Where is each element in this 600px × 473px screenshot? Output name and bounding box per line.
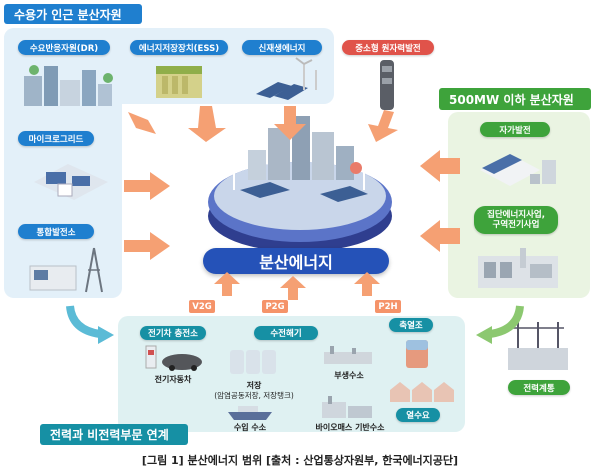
arrow-p2h — [354, 272, 380, 296]
pill-renewable-label: 신재생에너지 — [258, 43, 306, 54]
microgrid-icon — [34, 164, 108, 200]
vpp-icon — [29, 247, 103, 293]
pill-community-energy-label-1: 집단에너지사업, — [487, 209, 545, 220]
dr-buildings-icon — [24, 65, 113, 106]
center-label: 분산에너지 — [259, 253, 333, 272]
pill-heat-storage: 축열조 — [389, 318, 433, 332]
pill-microgrid: 마이크로그리드 — [18, 131, 94, 146]
flow-v2g-label: V2G — [192, 301, 212, 312]
grid-substation-icon — [508, 322, 568, 370]
figure-caption: [그림 1] 분산에너지 범위 [출처 : 산업통상자원부, 한국에너지공단] — [141, 454, 459, 467]
pill-ev-station: 전기차 충전소 — [140, 326, 206, 340]
section-title-linkage-text: 전력과 비전력부문 연계 — [50, 428, 169, 442]
pill-dr: 수요반응자원(DR) — [18, 40, 110, 55]
label-import-h2: 수입 수소 — [233, 423, 267, 432]
label-storage: 저장 — [246, 381, 262, 390]
arrow-microgrid — [124, 172, 170, 200]
pill-heat-supply: 열수요 — [396, 408, 440, 422]
label-storage-sub: (암염공동저장, 저장탱크) — [214, 391, 294, 400]
flow-p2h-label: P2H — [378, 301, 398, 312]
center-label-box: 분산에너지 — [203, 248, 389, 274]
pill-ess-label: 에너지저장장치(ESS) — [138, 43, 220, 54]
arrow-linkage-left — [66, 305, 101, 338]
arrow-community — [420, 220, 460, 252]
byproduct-h2-icon — [324, 346, 372, 364]
pill-dr-label: 수요반응자원(DR) — [29, 43, 99, 54]
arrow-vpp — [124, 232, 170, 260]
nuclear-smr-icon — [380, 60, 394, 110]
import-h2-ship-icon — [228, 406, 272, 420]
pill-grid-label: 전력계통 — [523, 383, 555, 394]
ev-charger-icon — [145, 345, 202, 371]
pill-electrolyzer-label: 수전해기 — [270, 329, 302, 339]
flow-v2g: V2G — [189, 300, 215, 313]
pill-community-energy: 집단에너지사업, 구역전기사업 — [474, 206, 558, 234]
section-title-linkage: 전력과 비전력부문 연계 — [40, 424, 188, 445]
pill-microgrid-label: 마이크로그리드 — [28, 134, 84, 145]
pill-renewable: 신재생에너지 — [242, 40, 322, 55]
label-biomass-h2: 바이오매스 기반수소 — [315, 423, 385, 432]
pill-vpp-label: 통합발전소 — [36, 227, 76, 238]
arrow-self-gen — [420, 150, 460, 182]
section-title-under-500mw-text: 500MW 이하 분산자원 — [449, 92, 574, 107]
pill-nuclear: 중소형 원자력발전 — [342, 40, 434, 55]
self-gen-house-icon — [480, 154, 556, 186]
label-byproduct-h2: 부생수소 — [334, 371, 364, 380]
arrow-p2g — [280, 276, 306, 300]
pill-ess: 에너지저장장치(ESS) — [130, 40, 228, 55]
panel-near-demand-left — [4, 28, 122, 298]
section-title-under-500mw: 500MW 이하 분산자원 — [439, 88, 591, 110]
flow-p2g-label: P2G — [265, 301, 285, 312]
renewable-icon — [256, 57, 317, 100]
arrow-grid-right-head — [476, 326, 492, 344]
distributed-energy-city-icon — [208, 116, 392, 252]
heat-demand-houses-icon — [390, 382, 454, 402]
pill-heat-storage-label: 축열조 — [399, 321, 423, 331]
pill-self-gen-label: 자가발전 — [499, 125, 531, 136]
district-energy-icon — [478, 248, 558, 288]
pill-ev-station-label: 전기차 충전소 — [148, 329, 198, 339]
pill-self-gen: 자가발전 — [480, 122, 550, 137]
arrow-v2g — [214, 272, 240, 296]
biomass-h2-icon — [322, 396, 372, 418]
pill-vpp: 통합발전소 — [18, 224, 94, 239]
section-title-near-demand: 수용가 인근 분산자원 — [4, 4, 142, 24]
arrow-renewable — [274, 106, 306, 140]
section-title-near-demand-text: 수용가 인근 분산자원 — [14, 7, 122, 22]
heat-storage-tank-icon — [406, 340, 428, 368]
flow-p2h: P2H — [375, 300, 401, 313]
arrow-linkage-left-head — [98, 326, 114, 344]
pill-community-energy-label-2: 구역전기사업 — [492, 220, 540, 230]
pill-nuclear-label: 중소형 원자력발전 — [355, 43, 421, 54]
hydrogen-storage-icon — [230, 350, 276, 374]
pill-grid: 전력계통 — [508, 380, 570, 395]
label-ev-car: 전기자동차 — [154, 375, 192, 384]
arrow-dr — [128, 112, 156, 134]
flow-p2g: P2G — [262, 300, 288, 313]
ess-icon — [156, 66, 202, 98]
pill-heat-supply-label: 열수요 — [406, 411, 430, 421]
pill-electrolyzer: 수전해기 — [254, 326, 318, 340]
arrow-ess — [188, 106, 226, 142]
arrow-nuclear — [368, 110, 398, 142]
arrow-grid-right — [489, 305, 524, 338]
